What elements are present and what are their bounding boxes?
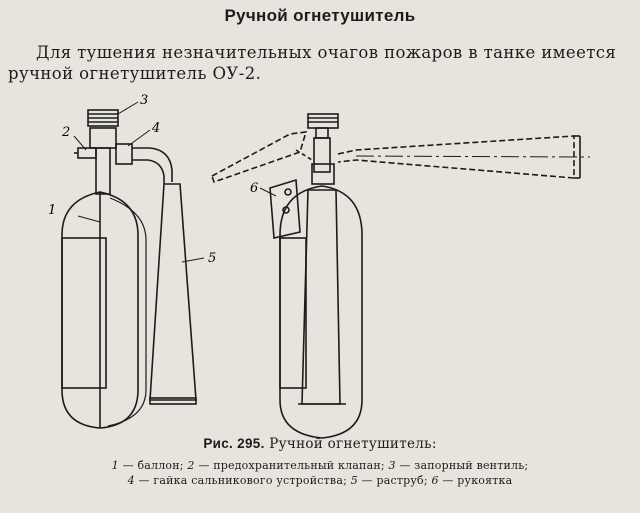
legend-text: — гайка сальникового устройства; <box>138 474 347 487</box>
legend-num: 6 <box>431 474 439 487</box>
caption-label: Рис. 295. <box>203 436 265 451</box>
caption-title-text: Ручной огнетушитель: <box>269 436 437 452</box>
right-cylinder-drawing <box>211 113 591 439</box>
legend-row-1: 1 — баллон; 2 — предохранительный клапан… <box>0 458 640 473</box>
legend-text: — предохранительный клапан; <box>198 459 385 472</box>
legend-text: — раструб; <box>361 474 428 487</box>
legend-row-2: 4 — гайка сальникового устройства; 5 — р… <box>0 473 640 488</box>
legend-text: — рукоятка <box>442 474 513 487</box>
page-heading: Ручной огнетушитель <box>224 6 416 25</box>
callout-4: 4 <box>151 121 160 136</box>
callout-6: 6 <box>250 181 258 196</box>
callout-1: 1 <box>48 203 56 218</box>
legend-text: — запорный вентиль; <box>399 459 529 472</box>
paragraph-line-2: ручной огнетушитель ОУ-2. <box>8 64 262 83</box>
figure-caption: Рис. 295. Ручной огнетушитель: <box>0 436 640 452</box>
intro-paragraph: Для тушения незначительных очагов пожаро… <box>8 42 633 84</box>
callout-2: 2 <box>61 125 70 140</box>
legend-text: — баллон; <box>122 459 184 472</box>
legend-num: 5 <box>350 474 358 487</box>
figure-legend: 1 — баллон; 2 — предохранительный клапан… <box>0 458 640 488</box>
extinguisher-figure: 1 2 3 4 5 6 <box>48 93 591 439</box>
paragraph-line-1: Для тушения незначительных очагов пожаро… <box>36 43 617 62</box>
legend-num: 2 <box>187 459 195 472</box>
legend-num: 1 <box>111 459 119 472</box>
legend-num: 3 <box>388 459 396 472</box>
callout-5: 5 <box>208 251 216 266</box>
callout-3: 3 <box>140 93 148 108</box>
left-cylinder-drawing <box>61 109 197 429</box>
legend-num: 4 <box>127 474 135 487</box>
